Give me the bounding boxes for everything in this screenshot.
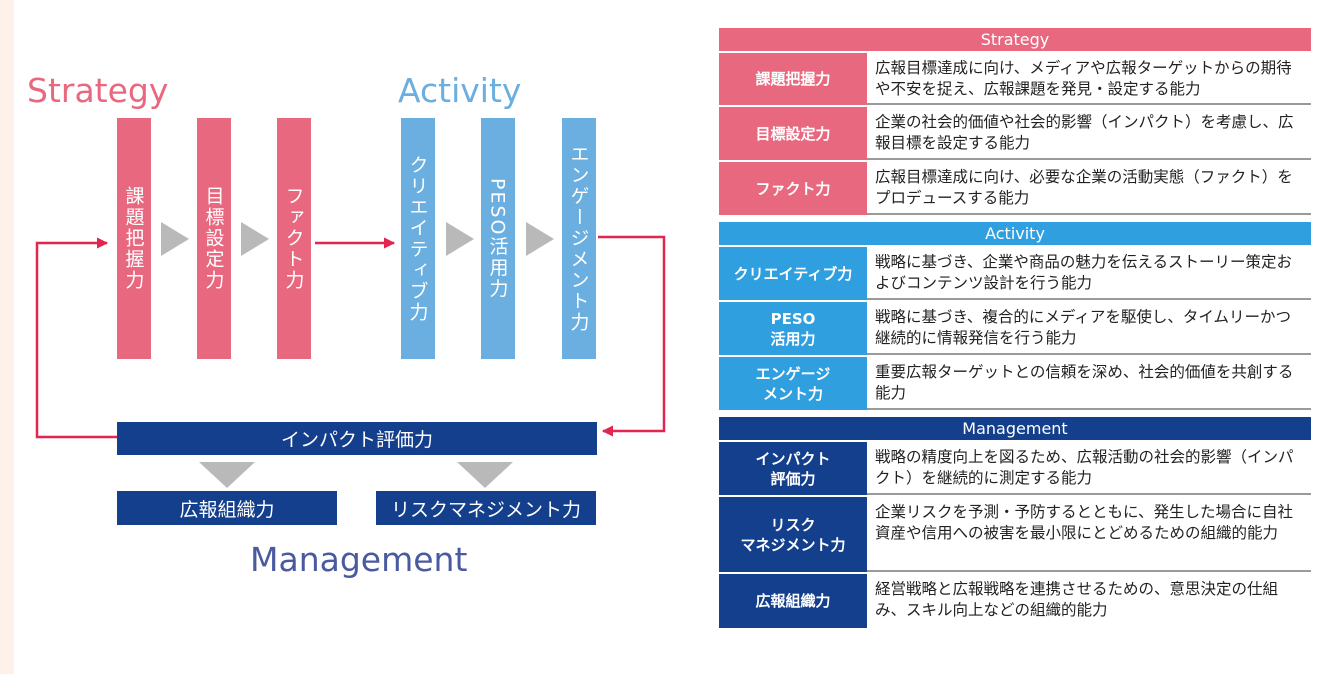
strategy-bar-goal-setting: 目標設定力 (197, 118, 231, 359)
strategy-heading: Strategy (27, 71, 169, 110)
activity-section-header: Activity (719, 222, 1311, 245)
term-cell: クリエイティブ力 (719, 247, 867, 300)
pr-organization-bar: 広報組織力 (117, 491, 337, 525)
term-line: リスク (770, 515, 816, 534)
term-cell: インパクト 評価力 (719, 442, 867, 495)
definition-cell: 経営戦略と広報戦略を連携させるための、意思決定の仕組み、スキル向上などの組織的能… (875, 580, 1279, 619)
activity-bar-creative: クリエイティブ力 (401, 118, 435, 359)
feedback-loop-arrow (35, 237, 117, 439)
term-cell: リスク マネジメント力 (719, 497, 867, 572)
left-edge-strip (0, 0, 14, 674)
definition-cell: 広報目標達成に向け、メディアや広報ターゲットからの期待や不安を捉え、広報課題を発… (867, 53, 1311, 105)
table-row: 目標設定力 企業の社会的価値や社会的影響（インパクト）を考慮し、広報目標を設定す… (719, 107, 1311, 160)
table-row: PESO 活用力 戦略に基づき、複合的にメディアを駆使し、タイムリーかつ継続的に… (719, 302, 1311, 355)
term-line: 活用力 (770, 329, 816, 348)
definition-cell: 戦略の精度向上を図るため、広報活動の社会的影響（インパクト）を継続的に測定する能… (867, 442, 1311, 495)
definition-cell: 戦略に基づき、企業や商品の魅力を伝えるストーリー策定およびコンテンツ設計を行う能… (867, 247, 1311, 300)
activity-heading: Activity (398, 71, 522, 110)
term-cell: 広報組織力 (719, 574, 867, 628)
table-row: クリエイティブ力 戦略に基づき、企業や商品の魅力を伝えるストーリー策定およびコン… (719, 247, 1311, 300)
term-line: マネジメント力 (740, 535, 846, 554)
term-line: エンゲージ (755, 364, 831, 383)
table-row: リスク マネジメント力 企業リスクを予測・予防するとともに、発生した場合に自社資… (719, 497, 1311, 572)
table-row: ファクト力 広報目標達成に向け、必要な企業の活動実態（ファクト）をプロデュースす… (719, 162, 1311, 215)
chevron-down-icon (457, 462, 513, 488)
definition-cell: 重要広報ターゲットとの信頼を深め、社会的価値を共創する能力 (867, 357, 1311, 410)
definition-cell: 企業の社会的価値や社会的影響（インパクト）を考慮し、広報目標を設定する能力 (867, 107, 1311, 160)
table-row: 広報組織力 経営戦略と広報戦略を連携させるための、意思決定の仕組み、スキル向上な… (719, 574, 1311, 628)
impact-evaluation-bar: インパクト評価力 (117, 422, 597, 455)
chevron-down-icon (199, 462, 255, 488)
term-line: PESO (770, 309, 816, 328)
term-cell: ファクト力 (719, 162, 867, 215)
term-line: インパクト (755, 449, 831, 468)
chevron-right-icon (241, 222, 269, 256)
term-cell: 目標設定力 (719, 107, 867, 160)
competency-table: Strategy 課題把握力 広報目標達成に向け、メディアや広報ターゲットからの… (719, 28, 1311, 628)
flow-arrows (35, 235, 666, 439)
strategy-bar-fact: ファクト力 (277, 118, 311, 359)
definition-cell: 企業リスクを予測・予防するとともに、発生した場合に自社資産や信用への被害を最小限… (867, 497, 1311, 572)
risk-management-bar: リスクマネジメント力 (376, 491, 596, 525)
table-row: エンゲージ メント力 重要広報ターゲットとの信頼を深め、社会的価値を共創する能力 (719, 357, 1311, 410)
activity-bar-engagement: エンゲージメント力 (562, 118, 596, 359)
term-line: メント力 (762, 384, 823, 403)
strategy-section-header: Strategy (719, 28, 1311, 51)
chevron-right-icon (446, 222, 474, 256)
definition-cell: 広報目標達成に向け、必要な企業の活動実態（ファクト）をプロデュースする能力 (867, 162, 1311, 215)
chevron-right-icon (526, 222, 554, 256)
table-row: 課題把握力 広報目標達成に向け、メディアや広報ターゲットからの期待や不安を捉え、… (719, 53, 1311, 105)
strategy-bar-issue-grasp: 課題把握力 (117, 118, 151, 359)
definition-cell: 戦略に基づき、複合的にメディアを駆使し、タイムリーかつ継続的に情報発信を行う能力 (867, 302, 1311, 355)
management-section-header: Management (719, 417, 1311, 440)
term-line: 評価力 (770, 469, 816, 488)
activity-bar-peso: PESO活用力 (481, 118, 515, 359)
management-heading: Management (250, 540, 468, 579)
term-cell: 課題把握力 (719, 53, 867, 105)
activity-to-impact-arrow (598, 235, 666, 437)
table-row: インパクト 評価力 戦略の精度向上を図るため、広報活動の社会的影響（インパクト）… (719, 442, 1311, 495)
term-cell: PESO 活用力 (719, 302, 867, 355)
term-cell: エンゲージ メント力 (719, 357, 867, 410)
chevron-right-icon (161, 222, 189, 256)
